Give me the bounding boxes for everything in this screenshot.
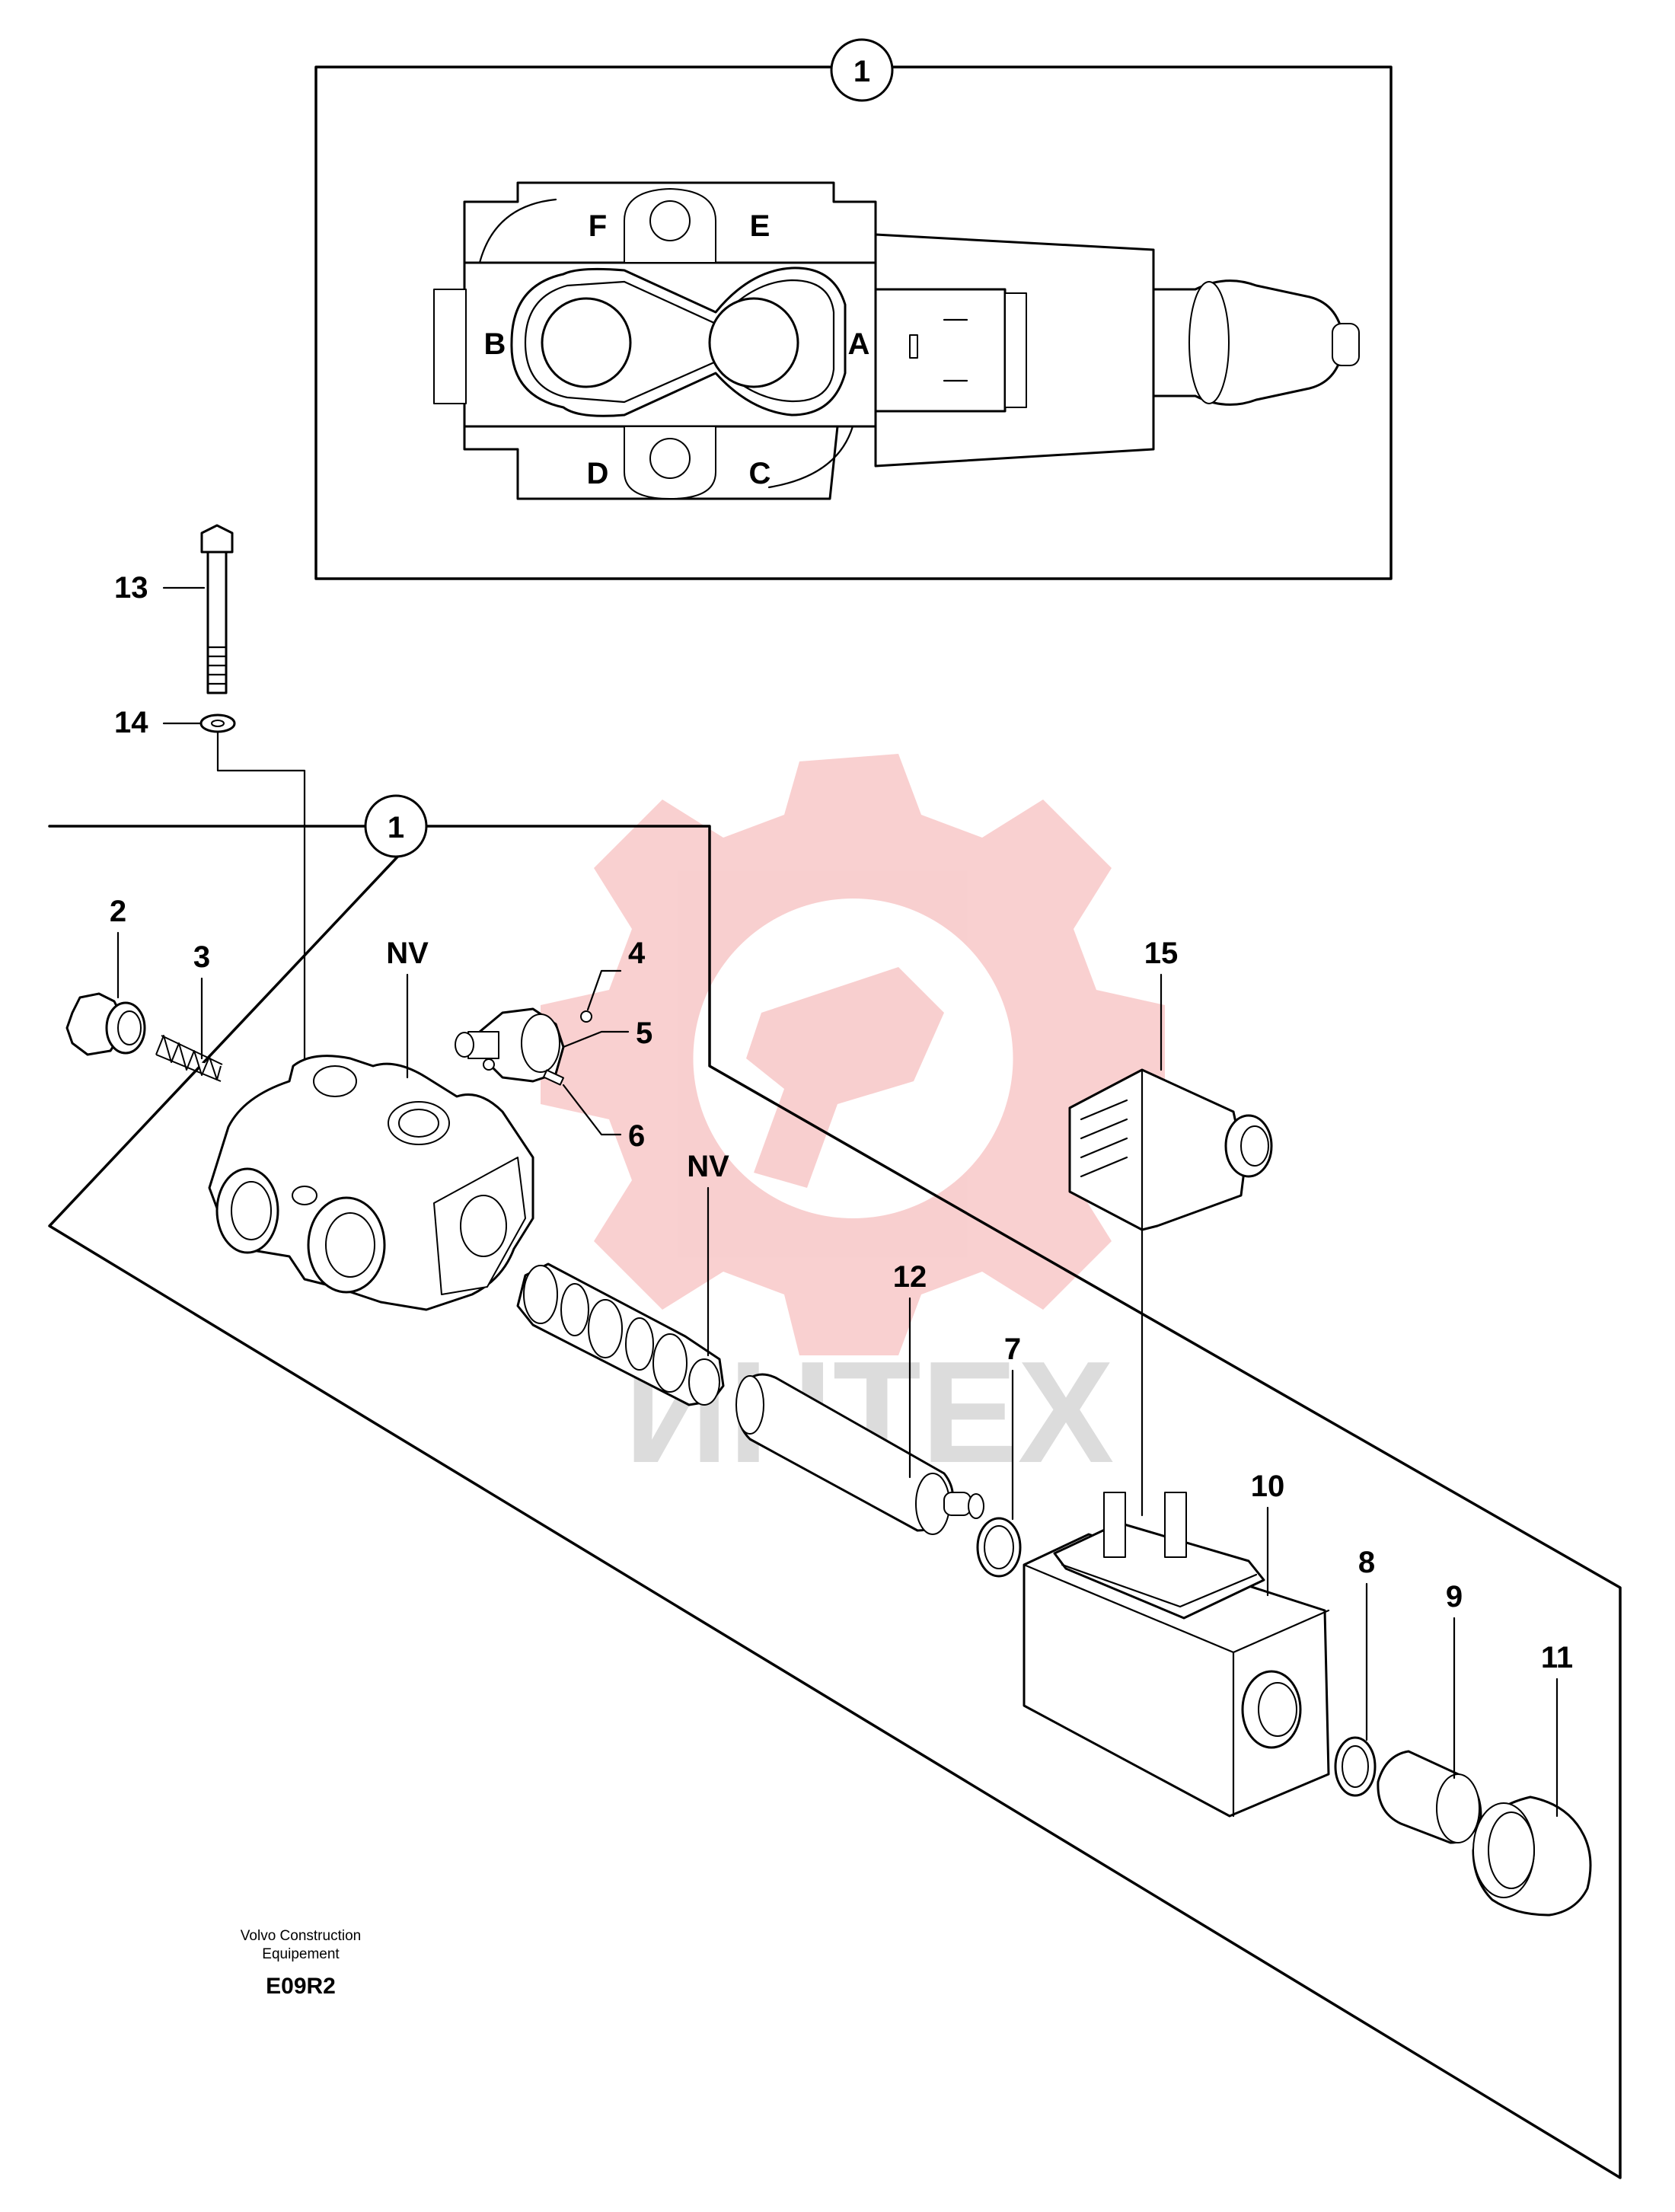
callout-1-main: 1 xyxy=(388,811,404,844)
port-label-b: B xyxy=(484,327,506,361)
coil-10 xyxy=(1023,1492,1330,1818)
pin-6 xyxy=(543,1069,564,1086)
bolt-path-line xyxy=(216,731,306,1189)
spring-3 xyxy=(155,1035,223,1082)
connector-15 xyxy=(1068,1068,1273,1231)
callout-3: 3 xyxy=(193,940,210,974)
callout-nv-spool: NV xyxy=(687,1150,729,1183)
valve-top-view xyxy=(433,181,1360,500)
callout-15: 15 xyxy=(1144,937,1179,970)
callout-10: 10 xyxy=(1251,1470,1285,1503)
check-valve-5 xyxy=(455,1007,565,1083)
bolt-13 xyxy=(200,524,234,694)
nut-cap-11 xyxy=(1472,1795,1592,1917)
port-label-f: F xyxy=(589,209,607,243)
callout-7: 7 xyxy=(1004,1333,1021,1366)
callout-circle-main xyxy=(364,794,428,858)
callout-6: 6 xyxy=(628,1119,645,1153)
leader-6 xyxy=(562,1084,622,1136)
caption-company-line1: Volvo Construction xyxy=(241,1928,361,1944)
callout-13: 13 xyxy=(114,571,148,605)
port-label-d: D xyxy=(587,457,609,490)
valve-housing xyxy=(208,1055,534,1311)
armature-tube-12 xyxy=(735,1373,984,1535)
port-label-e: E xyxy=(750,209,770,243)
port-label-c: C xyxy=(749,457,771,490)
callout-4: 4 xyxy=(628,937,646,970)
callout-14: 14 xyxy=(114,706,148,739)
caption-company-line2: Equipement xyxy=(262,1946,340,1962)
callout-2: 2 xyxy=(110,895,126,928)
callout-12: 12 xyxy=(893,1260,927,1294)
leader-5 xyxy=(562,1030,630,1049)
spool xyxy=(516,1262,725,1406)
watermark-gear-logo xyxy=(541,754,1165,1355)
port-label-a: A xyxy=(848,327,870,361)
callout-circle-top xyxy=(830,38,894,102)
callout-8: 8 xyxy=(1358,1546,1375,1579)
callout-nv-housing: NV xyxy=(386,937,429,970)
callout-5: 5 xyxy=(636,1017,652,1050)
ball-4 xyxy=(580,1010,592,1023)
main-assembly-frame xyxy=(48,825,1622,2179)
callout-11: 11 xyxy=(1541,1641,1573,1674)
plug-2 xyxy=(65,992,146,1056)
callout-9: 9 xyxy=(1446,1580,1463,1614)
leader-4 xyxy=(586,969,622,1011)
callout-1-top: 1 xyxy=(853,55,870,88)
sleeve-9 xyxy=(1377,1750,1482,1844)
caption-code: E09R2 xyxy=(266,1974,336,1999)
